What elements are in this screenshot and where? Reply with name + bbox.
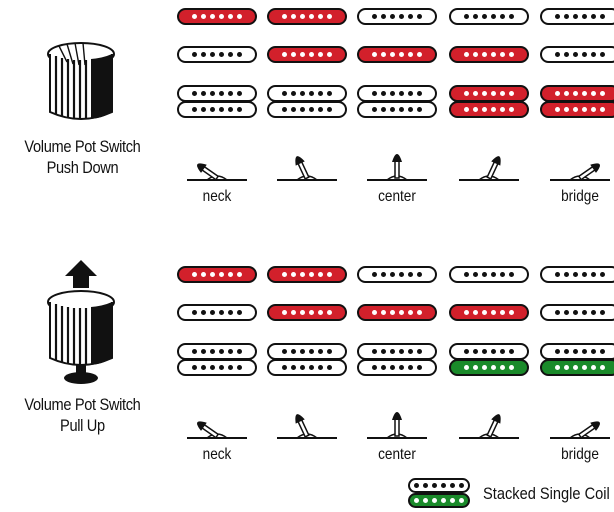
caption-title: Volume Pot Switch: [24, 137, 141, 156]
pickup-coil-icon: [177, 343, 257, 360]
humbucker-pickup-icon: [449, 343, 529, 377]
humbucker-pickup-icon: [357, 85, 437, 119]
pickup-coil-icon: [540, 304, 614, 321]
pickup-coil-icon: [357, 266, 437, 283]
humbucker-pickup-icon: [267, 85, 347, 119]
pickup-coil-icon: [357, 85, 437, 102]
humbucker-pickup-icon: [540, 85, 614, 119]
pickup-coil-icon: [267, 304, 347, 321]
pickup-coil-icon: [177, 46, 257, 63]
pull-up-section: Volume Pot Switch Pull Up neck center brid…: [0, 258, 614, 511]
pickup-coil-icon: [540, 359, 614, 376]
selector-lever-icon: [367, 154, 427, 181]
position-label-neck: neck: [202, 188, 232, 205]
pickup-coil-icon: [177, 101, 257, 118]
humbucker-pickup-icon: [449, 85, 529, 119]
pickup-coil-icon: [177, 359, 257, 376]
position-label-center: center: [378, 446, 416, 463]
pickup-coil-icon: [449, 8, 529, 25]
pickup-coil-icon: [449, 304, 529, 321]
pickup-coil-icon: [267, 8, 347, 25]
pickup-coil-icon: [449, 266, 529, 283]
selector-lever-icon: [277, 414, 337, 439]
pickup-coil-icon: [449, 101, 529, 118]
pickup-coil-icon: [267, 343, 347, 360]
humbucker-pickup-icon: [177, 85, 257, 119]
caption-mode: Pull Up: [60, 416, 105, 435]
knob-push-down-icon: [47, 42, 115, 120]
pickup-coil-icon: [357, 304, 437, 321]
position-label-center: center: [378, 188, 416, 205]
pickup-coil-icon: [540, 8, 614, 25]
selector-lever-icon: [550, 163, 610, 181]
position-label-bridge: bridge: [561, 446, 599, 463]
pickup-coil-icon: [540, 343, 614, 360]
pickup-coil-icon: [357, 359, 437, 376]
pickup-coil-icon: [540, 266, 614, 283]
pickup-coil-icon: [267, 46, 347, 63]
selector-lever-icon: [187, 163, 247, 181]
pickup-coil-icon: [357, 46, 437, 63]
selector-lever-icon: [550, 421, 610, 439]
pickup-coil-icon: [449, 359, 529, 376]
legend-label: Stacked Single Coil: [483, 484, 610, 503]
pickup-coil-icon: [357, 343, 437, 360]
pickup-coil-icon: [449, 46, 529, 63]
humbucker-pickup-icon: [540, 343, 614, 377]
push-down-section: Volume Pot Switch Push Down neck center br…: [0, 0, 614, 235]
pickup-coil-icon: [540, 101, 614, 118]
pickup-coil-icon: [177, 85, 257, 102]
pickup-coil-icon: [357, 8, 437, 25]
legend-stacked-coil-icon: [408, 478, 470, 512]
knob-pull-up-icon: [47, 260, 115, 384]
caption-mode: Push Down: [46, 158, 119, 177]
pickup-coil-icon: [177, 8, 257, 25]
pickup-coil-icon: [267, 359, 347, 376]
humbucker-pickup-icon: [357, 343, 437, 377]
position-label-neck: neck: [202, 446, 232, 463]
selector-lever-icon: [459, 156, 519, 181]
selector-lever-icon: [367, 412, 427, 439]
pickup-coil-icon: [267, 85, 347, 102]
legend: Stacked Single Coil: [408, 478, 614, 511]
pickup-coil-icon: [177, 304, 257, 321]
pickup-coil-icon: [449, 343, 529, 360]
pickup-coil-icon: [177, 266, 257, 283]
pickup-coil-icon: [540, 46, 614, 63]
humbucker-pickup-icon: [177, 343, 257, 377]
push-down-caption: Volume Pot Switch Push Down: [11, 136, 153, 178]
caption-title: Volume Pot Switch: [24, 395, 141, 414]
selector-lever-icon: [277, 156, 337, 181]
pickup-coil-icon: [267, 266, 347, 283]
pickup-coil-icon: [449, 85, 529, 102]
pull-up-caption: Volume Pot Switch Pull Up: [11, 394, 153, 436]
position-label-bridge: bridge: [561, 188, 599, 205]
pickup-coil-icon: [357, 101, 437, 118]
selector-lever-icon: [459, 414, 519, 439]
pickup-coil-icon: [540, 85, 614, 102]
selector-lever-icon: [187, 421, 247, 439]
humbucker-pickup-icon: [267, 343, 347, 377]
pickup-coil-icon: [267, 101, 347, 118]
